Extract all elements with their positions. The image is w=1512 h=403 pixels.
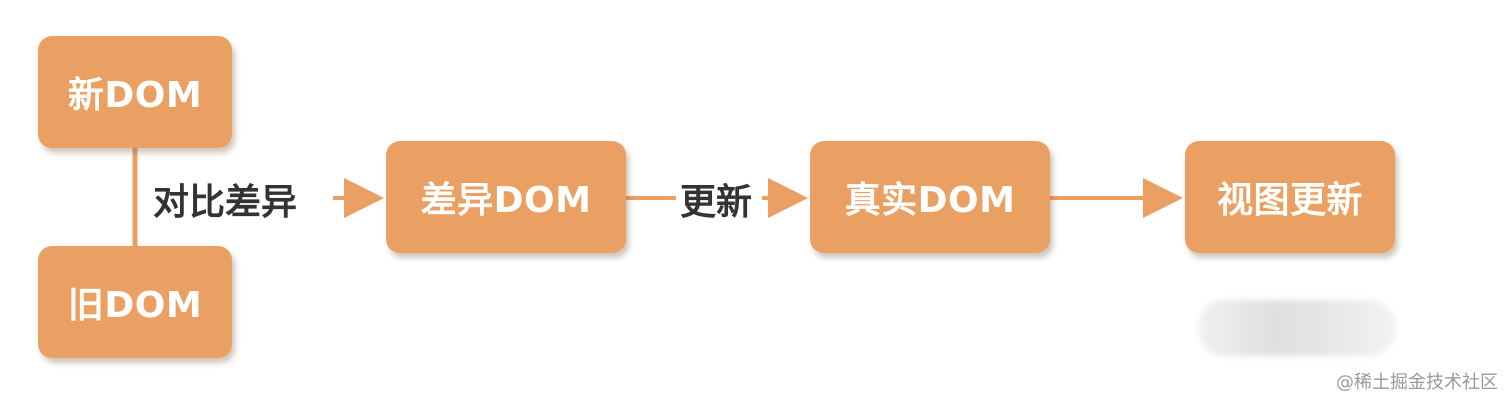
node-new-dom-label: 新DOM: [67, 75, 203, 116]
node-diff-dom-label: 差异DOM: [420, 180, 592, 221]
node-new-dom: 新DOM: [38, 36, 232, 148]
node-old-dom: 旧DOM: [38, 246, 232, 358]
watermark-text: @稀土掘金技术社区: [1336, 372, 1498, 393]
edge-label-compare: 对比差异: [153, 182, 298, 223]
blurred-watermark-mark: [1198, 300, 1396, 356]
node-real-dom: 真实DOM: [810, 141, 1050, 253]
node-view-update: 视图更新: [1185, 141, 1395, 253]
node-view-update-label: 视图更新: [1216, 180, 1363, 221]
edge-label-update: 更新: [680, 182, 753, 223]
node-old-dom-label: 旧DOM: [67, 285, 203, 326]
node-diff-dom: 差异DOM: [386, 141, 626, 253]
node-real-dom-label: 真实DOM: [844, 180, 1016, 221]
